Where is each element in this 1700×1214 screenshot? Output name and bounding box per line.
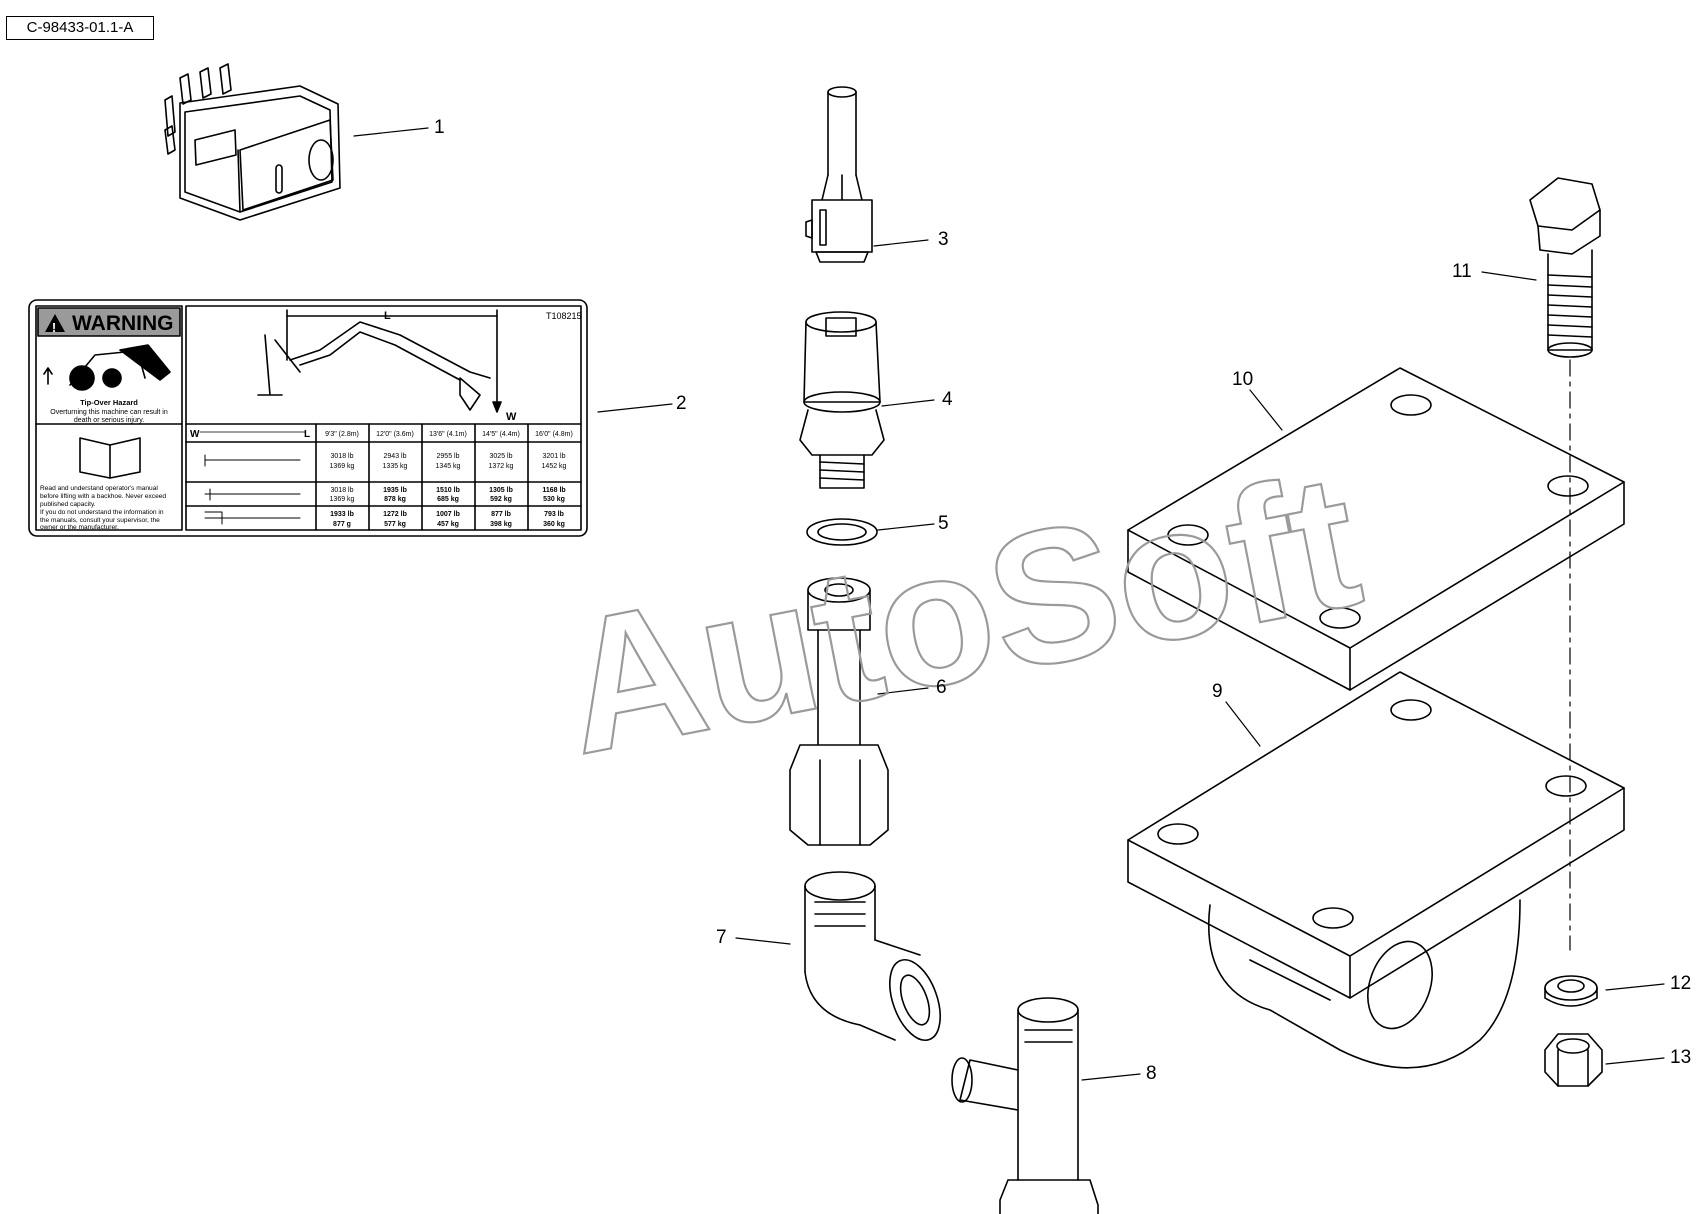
- decal-manual-line-3: published capacity.: [40, 501, 96, 508]
- decal-cell: 1452 kg: [542, 463, 567, 470]
- decal-cell: 1935 lb: [383, 487, 407, 494]
- callout-13: 13: [1670, 1047, 1692, 1068]
- decal-cell: 1305 lb: [489, 487, 513, 494]
- decal-table-header-5: 16'0" (4.8m): [535, 431, 573, 438]
- callout-5: 5: [938, 513, 949, 534]
- part-2-decal-outline: [28, 299, 588, 537]
- decal-cell: 793 lb: [544, 511, 564, 518]
- part-13-nut: [1544, 1033, 1603, 1087]
- decal-cell: 1168 lb: [542, 487, 565, 494]
- decal-hazard-line2: death or serious injury.: [74, 417, 144, 424]
- callout-9: 9: [1212, 681, 1223, 702]
- part-10-plate: [1127, 367, 1625, 691]
- decal-manual-line-2: before lifting with a backhoe. Never exc…: [40, 493, 166, 500]
- decal-manual-line-5: the manuals, consult your supervisor, th…: [40, 517, 160, 524]
- decal-cell: 457 kg: [437, 521, 459, 528]
- decal-table-header-3: 13'6" (4.1m): [429, 431, 467, 438]
- part-12-lock-washer: [1544, 975, 1598, 1007]
- decal-cell: 530 kg: [543, 496, 565, 503]
- callout-12: 12: [1670, 973, 1692, 994]
- watermark-text: AutoSoft: [547, 434, 1375, 795]
- decal-dim-w: W: [506, 411, 517, 423]
- decal-cell: 1510 lb: [436, 487, 460, 494]
- decal-cell: 2943 lb: [384, 453, 407, 460]
- decal-text: WARNING ! T108215 L W Tip-Over Hazard Ov…: [40, 310, 582, 531]
- decal-cell: 2955 lb: [437, 453, 460, 460]
- decal-cell: 3018 lb: [331, 453, 354, 460]
- decal-table-col-w: W: [190, 429, 200, 440]
- decal-cell: 3201 lb: [543, 453, 566, 460]
- decal-table-header-2: 12'0" (3.6m): [376, 431, 414, 438]
- part-9-bracket: [1127, 671, 1625, 1069]
- callout-11: 11: [1452, 261, 1472, 282]
- part-6-tube-fitting: [789, 577, 889, 846]
- decal-cell: 1335 kg: [383, 463, 408, 470]
- decal-cell: 878 kg: [384, 496, 406, 503]
- decal-manual-line-6: owner or the manufacturer.: [40, 524, 119, 531]
- decal-hazard-title: Tip-Over Hazard: [80, 398, 138, 407]
- decal-cell: 577 kg: [384, 521, 406, 528]
- callout-3: 3: [938, 229, 949, 250]
- callout-4: 4: [942, 389, 953, 410]
- callout-7: 7: [716, 927, 727, 948]
- decal-dim-l: L: [384, 310, 391, 322]
- decal-hazard-line1: Overturning this machine can result in: [50, 409, 168, 416]
- callout-2: 2: [676, 393, 687, 414]
- callout-10: 10: [1232, 369, 1254, 390]
- decal-part-number: T108215: [546, 311, 582, 321]
- part-5-seal-ring: [806, 518, 878, 546]
- part-4-pressure-switch: [799, 311, 885, 489]
- part-11-bolt: [1529, 177, 1601, 951]
- decal-table-header-1: 9'3" (2.8m): [325, 431, 359, 438]
- callout-1: 1: [434, 117, 445, 138]
- decal-cell: 1372 kg: [489, 463, 514, 470]
- decal-cell: 1007 lb: [436, 511, 460, 518]
- decal-table-header-4: 14'5" (4.4m): [482, 431, 520, 438]
- decal-cell: 685 kg: [437, 496, 459, 503]
- decal-cell: 360 kg: [543, 521, 565, 528]
- callout-6: 6: [936, 677, 947, 698]
- decal-cell: 1369 kg: [330, 463, 355, 470]
- decal-cell: 592 kg: [490, 496, 512, 503]
- part-3-connector: [805, 86, 873, 263]
- decal-cell: 1933 lb: [330, 511, 354, 518]
- decal-cell: 1369 kg: [330, 496, 355, 503]
- svg-text:!: !: [52, 320, 56, 335]
- decal-cell: 1272 lb: [383, 511, 407, 518]
- decal-table-col-l: L: [304, 429, 310, 440]
- decal-cell: 3025 lb: [490, 453, 513, 460]
- diagram-code: C-98433-01.1-A: [6, 16, 154, 40]
- decal-cell: 1345 kg: [436, 463, 461, 470]
- part-1-rocker-switch: [164, 63, 341, 221]
- decal-manual-line-4: If you do not understand the information…: [40, 509, 164, 516]
- decal-cell: 398 kg: [490, 521, 512, 528]
- callout-8: 8: [1146, 1063, 1157, 1084]
- decal-cell: 877 lb: [491, 511, 511, 518]
- decal-warning-text: WARNING: [72, 312, 174, 335]
- decal-cell: 3018 lb: [331, 487, 354, 494]
- leader-lines: [353, 127, 1665, 1081]
- decal-cell: 877 g: [333, 521, 351, 528]
- decal-manual-line-1: Read and understand operator's manual: [40, 485, 158, 492]
- part-8-tee-fitting: [951, 997, 1099, 1214]
- part-7-elbow-fitting: [804, 871, 941, 1041]
